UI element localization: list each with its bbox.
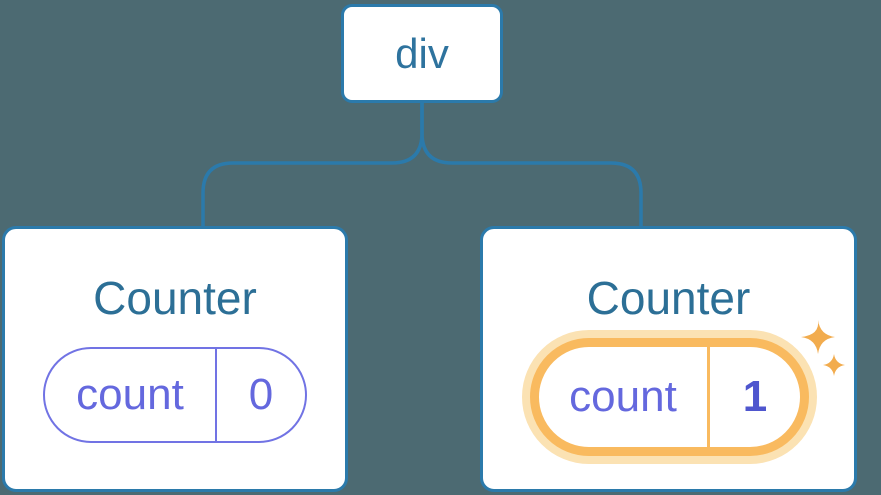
sparkles-icon (801, 320, 845, 376)
state-key-label: count (539, 347, 710, 447)
sparkle-small-icon (823, 354, 845, 376)
state-pill-highlighted: count 1 (530, 338, 809, 456)
connector-right-branch (420, 101, 643, 227)
state-value: 1 (742, 372, 768, 421)
connector-left-branch (201, 101, 424, 227)
state-pill: count 0 (43, 347, 307, 443)
component-title: Counter (586, 272, 751, 324)
sparkle-large-icon (801, 320, 835, 354)
component-title: Counter (93, 272, 257, 324)
counter-card-right: Counter count 1 (480, 226, 857, 492)
counter-card-left: Counter count 0 (2, 226, 348, 492)
root-node-div: div (341, 4, 503, 103)
state-value: 0 (248, 370, 274, 419)
root-node-label: div (395, 29, 449, 77)
state-key-label: count (45, 349, 217, 441)
